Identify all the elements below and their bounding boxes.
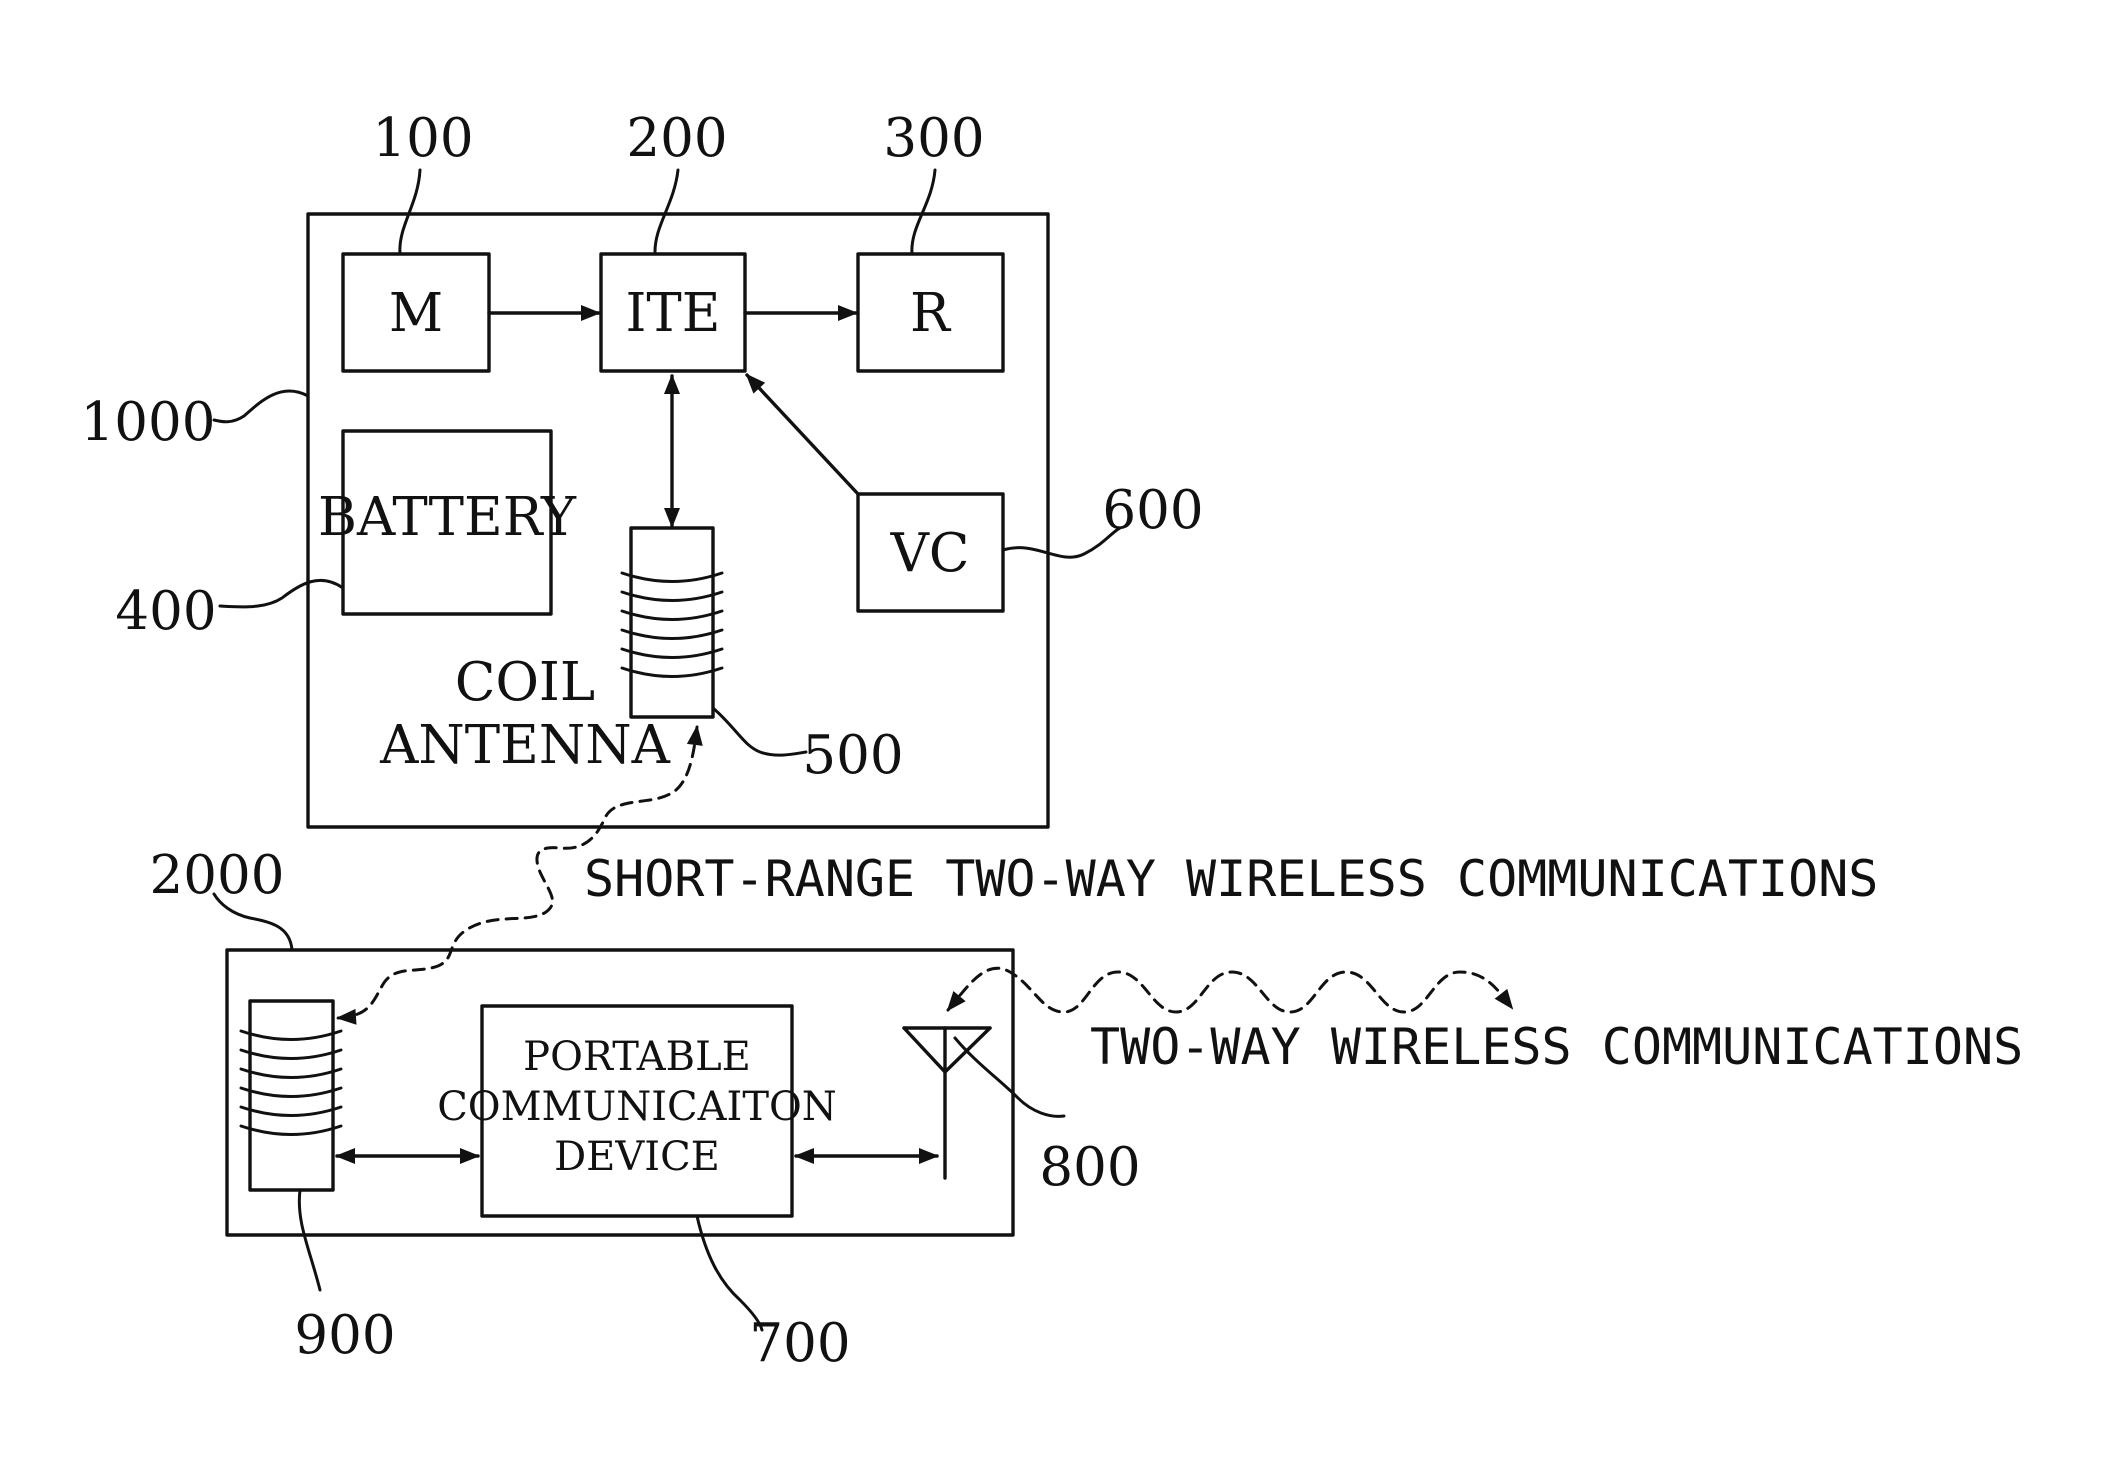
- two-way-link-label: TWO-WAY WIRELESS COMMUNICATIONS: [1090, 1018, 2023, 1076]
- leader-400: [220, 580, 343, 606]
- ref-2000: 2000: [150, 845, 285, 906]
- ref-900: 900: [294, 1305, 395, 1366]
- ref-300: 300: [883, 108, 984, 169]
- leader-500: [713, 708, 806, 755]
- leader-100: [400, 170, 420, 254]
- ref-800: 800: [1039, 1137, 1140, 1198]
- ref-400: 400: [115, 581, 216, 642]
- block-vc-label: VC: [890, 523, 970, 584]
- leader-300: [912, 170, 935, 254]
- coil-winding-900: [241, 1031, 341, 1135]
- arrow-vc-to-ite: [747, 375, 858, 494]
- ref-600: 600: [1102, 480, 1203, 541]
- ref-100: 100: [372, 108, 473, 169]
- portable-label-line3: DEVICE: [554, 1134, 720, 1180]
- portable-label-line1: PORTABLE: [523, 1034, 751, 1080]
- coil-antenna-label-line1: COIL: [455, 652, 595, 713]
- coil-winding-500: [622, 573, 722, 677]
- block-m-label: M: [389, 283, 443, 344]
- ref-200: 200: [626, 108, 727, 169]
- portable-label-line2: COMMUNICAITON: [437, 1084, 837, 1130]
- coil-antenna-500: [631, 528, 713, 717]
- block-ite-label: ITE: [626, 283, 721, 344]
- ref-500: 500: [802, 725, 903, 786]
- leader-200: [655, 170, 678, 254]
- ref-700: 700: [749, 1313, 850, 1374]
- leader-900: [299, 1190, 320, 1290]
- block-r-label: R: [910, 283, 952, 344]
- coil-antenna-label-line2: ANTENNA: [379, 715, 670, 776]
- leader-800: [955, 1038, 1064, 1116]
- leader-1000: [214, 391, 308, 422]
- ref-1000: 1000: [81, 392, 216, 453]
- block-battery-label: BATTERY: [318, 487, 577, 548]
- short-range-link-label: SHORT-RANGE TWO-WAY WIRELESS COMMUNICATI…: [584, 850, 1878, 908]
- two-way-link: [948, 968, 1512, 1012]
